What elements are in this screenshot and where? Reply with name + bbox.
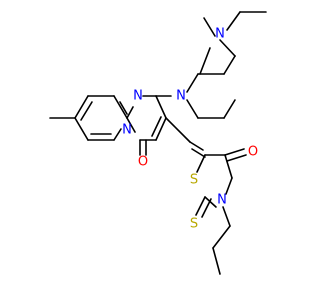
bond bbox=[186, 73, 199, 93]
bond bbox=[203, 17, 216, 37]
atom-o-thiazolidinone: O bbox=[248, 145, 258, 160]
bond bbox=[74, 117, 89, 141]
bond bbox=[223, 99, 236, 119]
bond-layer bbox=[49, 11, 267, 275]
bond bbox=[165, 117, 191, 143]
atom-n-piperazine-1: N bbox=[176, 89, 186, 104]
bond bbox=[224, 154, 233, 179]
bond bbox=[226, 154, 247, 162]
bond bbox=[119, 101, 128, 115]
bond bbox=[155, 95, 167, 119]
bond bbox=[223, 55, 236, 75]
bond bbox=[80, 101, 93, 121]
bond bbox=[186, 99, 199, 119]
bond bbox=[74, 95, 89, 119]
atom-s-thione: S bbox=[190, 217, 198, 232]
bond bbox=[191, 148, 206, 158]
molecule-structure: N N N N O O S S N bbox=[49, 11, 267, 275]
bond bbox=[195, 196, 206, 216]
bond bbox=[226, 11, 241, 31]
atom-label-layer: N N N N O O S S N bbox=[122, 27, 258, 232]
bond bbox=[151, 116, 162, 137]
atom-n-ring-fused: N bbox=[122, 123, 132, 138]
bond bbox=[225, 177, 233, 195]
bond bbox=[113, 128, 122, 141]
bond bbox=[212, 247, 221, 275]
bond bbox=[201, 198, 212, 218]
atom-n-ring-top: N bbox=[133, 89, 143, 104]
bond bbox=[204, 196, 217, 208]
atom-o-pyrimidinone: O bbox=[138, 155, 148, 170]
bond bbox=[212, 225, 231, 249]
bond bbox=[189, 141, 204, 151]
bond bbox=[126, 106, 134, 119]
bond bbox=[126, 117, 136, 133]
bond bbox=[196, 154, 206, 173]
bond bbox=[113, 95, 128, 119]
bond bbox=[224, 148, 245, 156]
bond bbox=[222, 206, 231, 227]
bond bbox=[155, 117, 167, 141]
atom-s-ring: S bbox=[190, 173, 198, 188]
atom-n-thiazolidine: N bbox=[217, 193, 227, 208]
bond bbox=[199, 47, 211, 75]
bond bbox=[219, 39, 236, 57]
atom-n-piperazine-2: N bbox=[215, 27, 225, 42]
